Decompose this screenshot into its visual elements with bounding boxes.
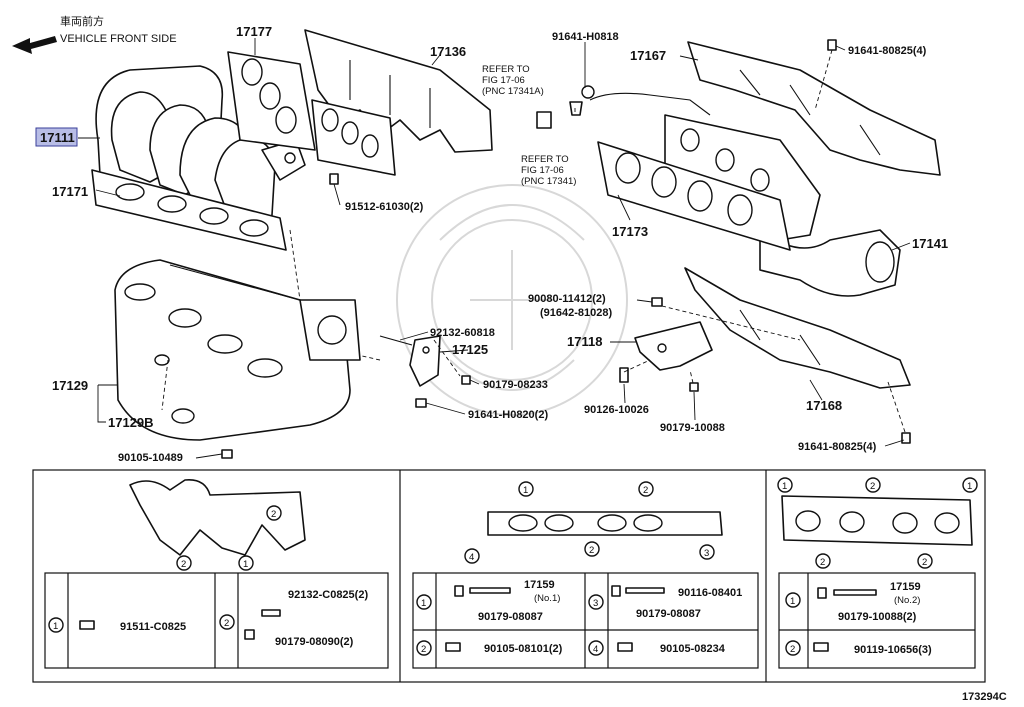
bracket-17125 xyxy=(379,335,441,387)
callout-90126-10026[interactable]: 90126-10026 xyxy=(584,404,649,416)
exhaust-manifold-17111 xyxy=(95,65,306,229)
svg-text:1: 1 xyxy=(53,621,58,632)
gasket-17173 xyxy=(597,141,791,251)
svg-text:1: 1 xyxy=(967,481,972,492)
svg-text:REFER TO: REFER TO xyxy=(521,154,569,165)
callout-17129B[interactable]: 17129B xyxy=(108,415,154,430)
svg-text:(PNC 17341A): (PNC 17341A) xyxy=(482,86,544,97)
gasket-17171 xyxy=(91,169,287,251)
svg-text:FIG 17-06: FIG 17-06 xyxy=(482,75,525,86)
svg-text:2: 2 xyxy=(870,481,875,492)
svg-text:REFER TO: REFER TO xyxy=(482,64,530,75)
left-row1-part[interactable]: 91511-C0825 xyxy=(120,621,186,633)
plug-17129B xyxy=(171,408,195,424)
marker-left-3: 1 xyxy=(243,559,248,570)
svg-text:1: 1 xyxy=(421,598,426,609)
callout-91512-61030[interactable]: 91512-61030(2) xyxy=(345,201,424,213)
svg-text:4: 4 xyxy=(593,644,598,655)
svg-text:2: 2 xyxy=(922,557,927,568)
insulator-17168 xyxy=(684,267,911,389)
svg-text:4: 4 xyxy=(469,552,474,563)
direction-label-en: VEHICLE FRONT SIDE xyxy=(60,33,177,45)
bracket-17118 xyxy=(634,321,713,371)
callout-17125[interactable]: 17125 xyxy=(452,342,488,357)
callout-17141[interactable]: 17141 xyxy=(912,236,948,251)
detail-panel-right: 1 2 1 2 2 1 17159 (No.2) 90179-10088(2) … xyxy=(777,477,978,669)
right-row2-part[interactable]: 90119-10656(3) xyxy=(854,644,932,656)
svg-text:2: 2 xyxy=(643,485,648,496)
svg-text:1: 1 xyxy=(782,481,787,492)
diagram-id: 173294C xyxy=(962,691,1007,703)
svg-text:1: 1 xyxy=(790,596,795,607)
callout-17167[interactable]: 17167 xyxy=(630,48,666,63)
detail-panel-left: 2 2 1 1 91511-C0825 2 92132-C0825(2) 901… xyxy=(44,478,389,669)
svg-text:FIG 17-06: FIG 17-06 xyxy=(521,165,564,176)
detail-panel-middle: 1 2 4 2 3 1 17159 (No.1) 90179-08087 3 9… xyxy=(412,481,759,669)
svg-text:1: 1 xyxy=(523,485,528,496)
sensor-tube xyxy=(536,85,711,129)
right-row1-part-a[interactable]: 17159 xyxy=(890,581,921,593)
left-row2-part-a[interactable]: 92132-C0825(2) xyxy=(288,589,368,601)
direction-label-jp: 車両前方 xyxy=(60,14,104,28)
callout-92132-60818[interactable]: 92132-60818 xyxy=(430,327,495,339)
svg-text:2: 2 xyxy=(790,644,795,655)
callout-90105-10489[interactable]: 90105-10489 xyxy=(118,452,183,464)
mid-row1-part-c[interactable]: 90179-08087 xyxy=(478,611,543,623)
mid-row2-part-a[interactable]: 90116-08401 xyxy=(678,587,742,599)
mid-row4-part[interactable]: 90105-08234 xyxy=(660,643,726,655)
intake-manifold-17129 xyxy=(114,259,361,441)
highlight-17111 xyxy=(35,127,78,147)
refer-note-b: REFER TO FIG 17-06 (PNC 17341) xyxy=(521,154,576,187)
callout-17118[interactable]: 17118 xyxy=(567,334,602,349)
refer-note-a: REFER TO FIG 17-06 (PNC 17341A) xyxy=(482,64,544,97)
callout-91642-81028[interactable]: (91642-81028) xyxy=(540,307,613,319)
mid-row1-part-b[interactable]: (No.1) xyxy=(534,593,560,604)
callout-90179-08233[interactable]: 90179-08233 xyxy=(483,379,548,391)
callout-17129[interactable]: 17129 xyxy=(52,378,88,393)
callout-91641-80825-top[interactable]: 91641-80825(4) xyxy=(848,45,927,57)
callout-17168[interactable]: 17168 xyxy=(806,398,842,413)
callout-91641-80825-bot[interactable]: 91641-80825(4) xyxy=(798,441,877,453)
left-row2-part-b[interactable]: 90179-08090(2) xyxy=(275,636,354,648)
svg-text:2: 2 xyxy=(820,557,825,568)
svg-text:3: 3 xyxy=(704,548,709,559)
svg-text:2: 2 xyxy=(589,545,594,556)
marker-left-1: 2 xyxy=(271,509,276,520)
svg-text:2: 2 xyxy=(421,644,426,655)
insulator-17167 xyxy=(687,41,941,176)
callout-17111[interactable]: 17111 xyxy=(40,130,75,145)
callout-17171[interactable]: 17171 xyxy=(52,184,88,199)
svg-text:2: 2 xyxy=(224,618,229,629)
callout-91641-H0820[interactable]: 91641-H0820(2) xyxy=(468,409,548,421)
detail-panels-frame xyxy=(32,469,986,683)
callout-90080-11412[interactable]: 90080-11412(2) xyxy=(528,293,606,305)
front-arrow-icon xyxy=(12,36,57,54)
mid-row1-part-a[interactable]: 17159 xyxy=(524,579,555,591)
mid-row2-part-b[interactable]: 90179-08087 xyxy=(636,608,701,620)
exhaust-pipe-17141 xyxy=(759,229,901,297)
right-row1-part-b[interactable]: (No.2) xyxy=(894,595,920,606)
svg-text:(PNC 17341): (PNC 17341) xyxy=(521,176,576,187)
callout-17177[interactable]: 17177 xyxy=(236,24,272,39)
right-row1-part-c[interactable]: 90179-10088(2) xyxy=(838,611,917,623)
callout-17136[interactable]: 17136 xyxy=(430,44,466,59)
mid-row3-part[interactable]: 90105-08101(2) xyxy=(484,643,563,655)
callout-90179-10088[interactable]: 90179-10088 xyxy=(660,422,725,434)
marker-left-2: 2 xyxy=(181,559,186,570)
dashed-leaders xyxy=(161,49,906,433)
vehicle-front-indicator: 車両前方 VEHICLE FRONT SIDE xyxy=(12,14,177,54)
callout-17173[interactable]: 17173 xyxy=(612,224,648,239)
watermark-emblem xyxy=(396,184,628,416)
gasket-center-left xyxy=(311,99,396,176)
leader-lines xyxy=(78,38,911,459)
callout-91641-H0818[interactable]: 91641-H0818 xyxy=(552,31,619,43)
svg-text:3: 3 xyxy=(593,598,598,609)
gasket-17177 xyxy=(227,51,316,151)
